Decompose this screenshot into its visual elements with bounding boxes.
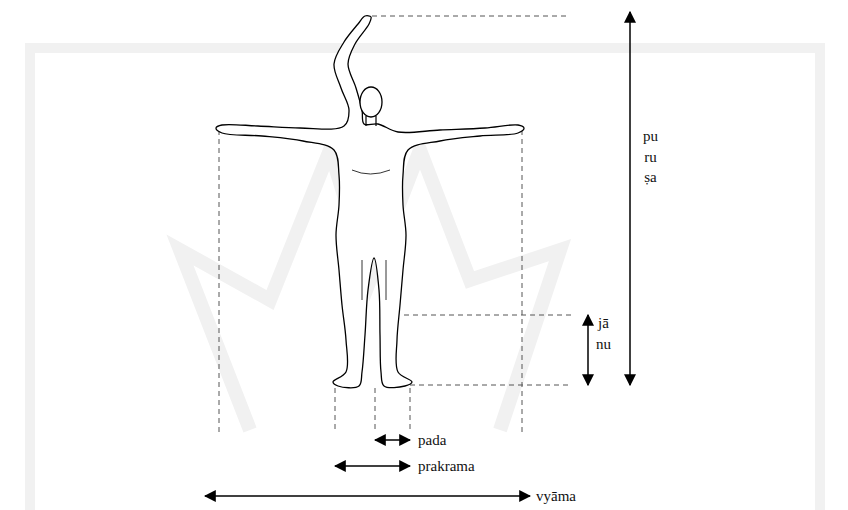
step-label: prakrama	[418, 459, 475, 474]
watermark	[30, 48, 820, 510]
height-label: puruṣa	[643, 126, 658, 188]
armspan-label: vyāma	[536, 489, 576, 504]
foot-label: pada	[418, 433, 446, 448]
body-outline	[216, 16, 524, 388]
human-figure	[216, 16, 524, 388]
knee-label: jānu	[596, 313, 611, 354]
body-detail	[352, 170, 390, 300]
head	[360, 87, 382, 117]
dimension-arrows	[205, 12, 630, 496]
